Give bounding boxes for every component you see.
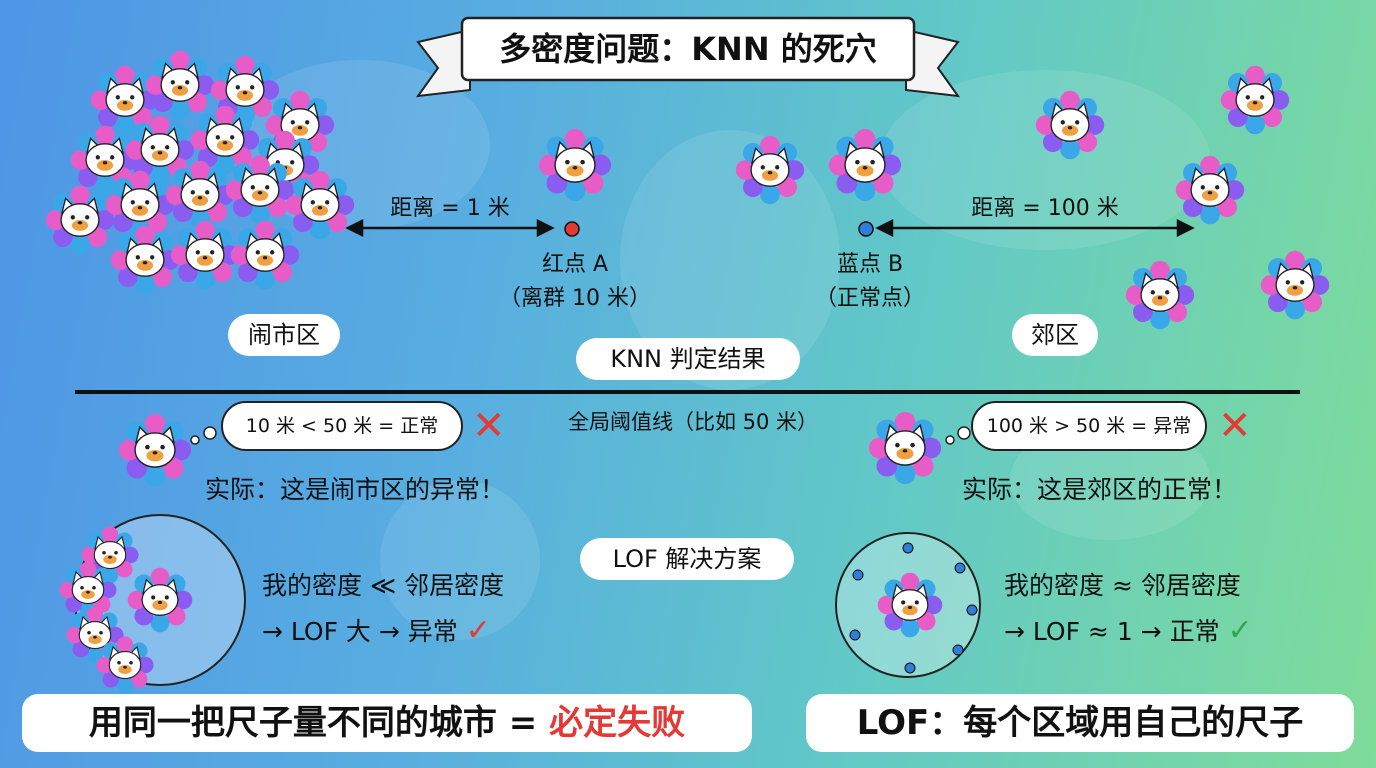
- mascot-thinking-left: [118, 413, 192, 487]
- point-a-label: 红点 A: [541, 252, 609, 277]
- title-banner: [415, 16, 961, 98]
- bottom-left-summary: 用同一把尺子量不同的城市 = 必定失败: [22, 694, 752, 752]
- mascot-point-b: [828, 128, 902, 202]
- lof-right-line2-text: → LOF ≈ 1 → 正常: [1004, 617, 1220, 646]
- thought-left-text: 10 米 < 50 米 = 正常: [245, 415, 439, 437]
- arrow-right-distance: [875, 218, 1195, 238]
- mascot-point-a: [538, 128, 612, 202]
- check-icon: ✓: [465, 613, 491, 648]
- arrow-left-distance: [345, 218, 555, 238]
- mascot-thinking-right: [868, 411, 942, 485]
- threshold-label: 全局阈值线（比如 50 米）: [567, 410, 819, 434]
- actual-left-text: 实际：这是闹市区的异常！: [205, 475, 506, 504]
- thought-cloud-right: [945, 401, 1207, 451]
- point-a-sublabel: （离群 10 米）: [499, 286, 651, 311]
- blue-point-b: [858, 221, 874, 237]
- zone-label-downtown: 闹市区: [228, 314, 340, 356]
- distance-label-left: 距离 = 1 米: [390, 196, 510, 221]
- zone-label-suburb: 郊区: [1012, 314, 1098, 356]
- lof-solution-header: LOF 解决方案: [580, 538, 794, 580]
- lof-left-line2-text: → LOF 大 → 异常: [262, 617, 458, 646]
- distance-label-right: 距离 = 100 米: [971, 196, 1119, 221]
- lof-right-neighbors: [849, 542, 978, 674]
- lof-right-line1: 我的密度 ≈ 邻居密度: [1004, 571, 1241, 600]
- lof-left-line2: → LOF 大 → 异常 ✓: [262, 612, 582, 648]
- check-icon: ✓: [1227, 613, 1253, 648]
- mascot-lof-right: [877, 572, 943, 638]
- red-point-a: [564, 221, 580, 237]
- lof-right-line2: → LOF ≈ 1 → 正常 ✓: [1004, 612, 1344, 648]
- page-title: 多密度问题：KNN 的死穴: [499, 30, 877, 68]
- cross-icon: ✕: [1218, 403, 1252, 449]
- bottom-left-accent: 必定失败: [549, 703, 686, 743]
- thought-cloud-left: [190, 401, 463, 451]
- knn-result-header: KNN 判定结果: [576, 338, 800, 380]
- thought-right-text: 100 米 > 50 米 = 异常: [986, 415, 1192, 437]
- bottom-right-summary: LOF：每个区域用自己的尺子: [806, 694, 1354, 752]
- dense-cluster: [45, 50, 355, 295]
- cross-icon: ✕: [472, 403, 506, 449]
- bottom-left-text: 用同一把尺子量不同的城市 =: [88, 703, 550, 743]
- point-b-label: 蓝点 B: [836, 252, 904, 277]
- point-b-sublabel: （正常点）: [814, 286, 925, 311]
- lof-left-line1: 我的密度 ≪ 邻居密度: [262, 571, 505, 600]
- actual-right-text: 实际：这是郊区的正常！: [962, 475, 1238, 504]
